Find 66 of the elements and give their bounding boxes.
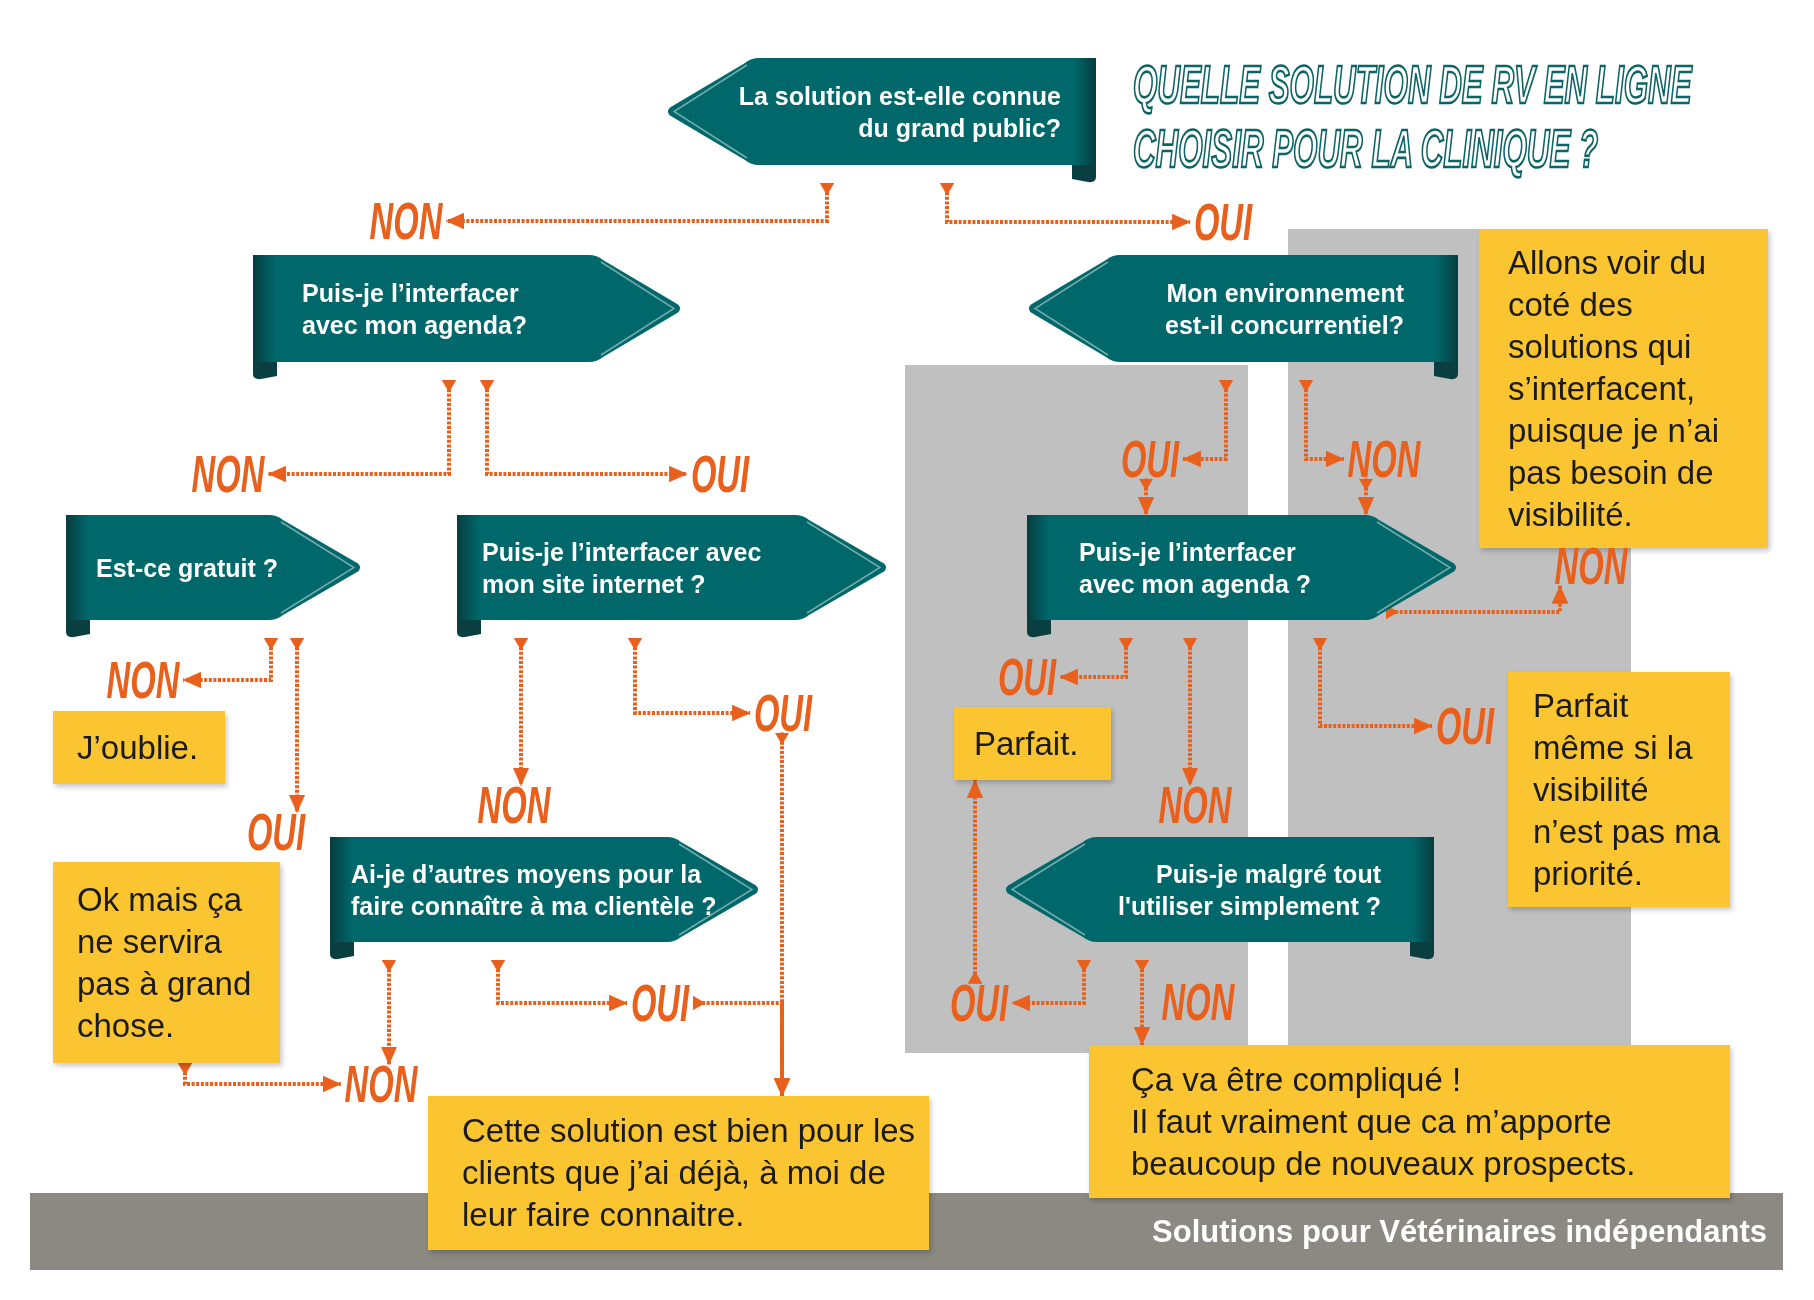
answer-label: NON bbox=[365, 201, 447, 241]
question-text: La solution est-elle connue du grand public? bbox=[737, 80, 1061, 144]
flow-arrow bbox=[445, 182, 835, 230]
answer-label: OUI bbox=[1190, 202, 1256, 242]
flow-arrow bbox=[966, 779, 984, 984]
flow-arrow bbox=[1182, 379, 1234, 468]
flow-arrow bbox=[1181, 637, 1199, 786]
flow-arrow bbox=[1133, 959, 1151, 1046]
note-text: Ça va être compliqué ! bbox=[1131, 1059, 1462, 1100]
question-text: Puis-je l’interfacer avec mon agenda ? bbox=[1079, 536, 1313, 600]
answer-label: OUI bbox=[1432, 706, 1498, 746]
note-text: J’oublie. bbox=[77, 727, 199, 768]
answer-label: NON bbox=[1343, 439, 1425, 479]
flow-arrow bbox=[1011, 959, 1092, 1012]
question-text: Puis-je l’interfacer avec mon site internet ? bbox=[482, 536, 763, 600]
answer-label: NON bbox=[187, 454, 269, 494]
flow-arrow bbox=[182, 637, 279, 689]
answer-label: OUI bbox=[1117, 439, 1183, 479]
edge-label: NON bbox=[1160, 982, 1236, 1022]
answer-label: OUI bbox=[243, 812, 309, 852]
note-text: Parfait. bbox=[974, 723, 1079, 764]
answer-label: NON bbox=[1550, 546, 1632, 586]
flow-arrow bbox=[1357, 478, 1375, 516]
note-text: Ok mais ça ne servira pas à grand chose. bbox=[77, 879, 253, 1046]
question-text: Puis-je l’interfacer avec mon agenda? bbox=[302, 277, 529, 341]
note-text: Allons voir du coté des solutions qui s’interfacent, puisque je n’ai pas besoin de visibilité. bbox=[1508, 242, 1720, 535]
flow-arrow bbox=[627, 637, 751, 722]
note-text: Il faut vraiment que ca m’apporte beaucoup de nouveaux prospects. bbox=[1131, 1101, 1637, 1184]
flow-arrow bbox=[177, 1062, 342, 1093]
title: QUELLE SOLUTION DE RV EN LIGNE CHOISIR POUR LA CLINIQUE ? bbox=[1133, 53, 1695, 180]
flow-arrow bbox=[1137, 478, 1155, 516]
note-text: Cette solution est bien pour les clients que j’ai déjà, à moi de leur faire connaitre. bbox=[462, 1111, 917, 1235]
flow-arrow bbox=[288, 637, 306, 813]
flow-arrow bbox=[490, 959, 628, 1012]
note-text: Parfait même si la visibilité n’est pas ma priorité. bbox=[1533, 685, 1722, 894]
question-text: Puis-je malgré tout l'utiliser simplement ? bbox=[1117, 858, 1381, 922]
flow-arrow bbox=[1298, 379, 1345, 468]
footer-tagline: Solutions pour Vétérinaires indépendants bbox=[1152, 1212, 1767, 1251]
note-card bbox=[954, 707, 1111, 780]
note-card bbox=[1479, 229, 1768, 548]
answer-label: OUI bbox=[994, 657, 1060, 697]
answer-label: NON bbox=[102, 660, 184, 700]
flow-arrow bbox=[479, 379, 688, 483]
answer-label: OUI bbox=[750, 693, 816, 733]
answer-label: OUI bbox=[627, 983, 693, 1023]
note-card bbox=[1089, 1045, 1730, 1198]
note-card bbox=[53, 711, 225, 784]
flow-arrow bbox=[1312, 637, 1433, 735]
flow-arrow bbox=[1059, 637, 1134, 686]
flow-arrow bbox=[692, 995, 791, 1097]
answer-label: OUI bbox=[687, 454, 753, 494]
flow-arrow bbox=[939, 182, 1191, 231]
question-text: Ai-je d’autres moyens pour la faire connaître à ma clientèle ? bbox=[351, 858, 718, 922]
answer-label: NON bbox=[1154, 785, 1236, 825]
flow-arrow bbox=[267, 379, 457, 483]
question-text: Mon environnement est-il concurrentiel? bbox=[1164, 277, 1404, 341]
note-card bbox=[53, 862, 280, 1063]
answer-label: NON bbox=[340, 1064, 422, 1104]
answer-label: NON bbox=[473, 785, 555, 825]
question-text: Est-ce gratuit ? bbox=[96, 552, 278, 584]
note-card bbox=[428, 1096, 929, 1250]
note-card bbox=[1508, 672, 1730, 907]
answer-label: OUI bbox=[946, 983, 1012, 1023]
flow-arrow bbox=[1385, 585, 1569, 620]
flow-arrow bbox=[512, 637, 530, 786]
flow-arrow bbox=[380, 959, 398, 1065]
